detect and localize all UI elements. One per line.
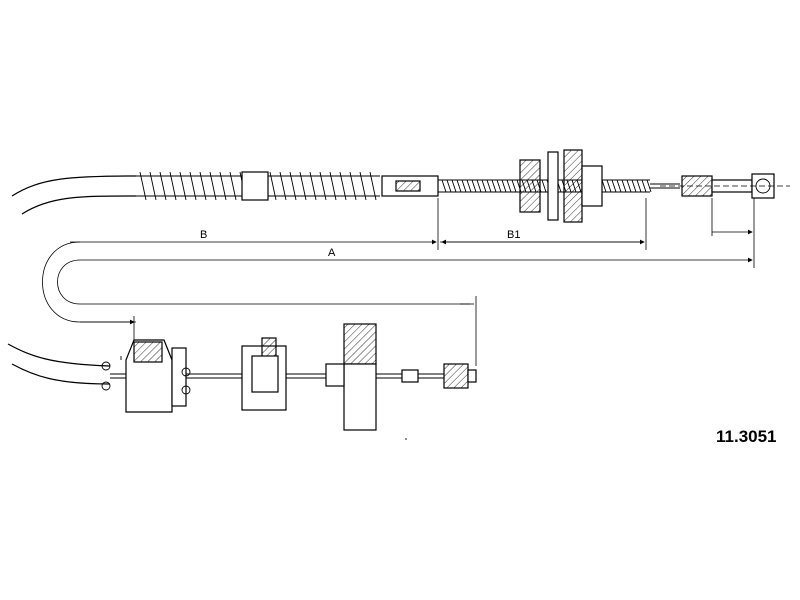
mounting-bracket (343, 323, 377, 365)
lower-cable-assembly (7, 323, 477, 431)
lower-cable-sheath (7, 343, 111, 367)
adjuster-nut (519, 159, 541, 213)
lower-end-nut (443, 363, 469, 389)
adjuster-flange (547, 151, 559, 221)
upper-cable-sheath (11, 175, 137, 197)
dimension-lines: B B1 A (42, 198, 755, 366)
dimension-label-a: A (328, 247, 336, 259)
lower-threaded-end (401, 369, 419, 383)
part-number: 11.3051 (716, 427, 777, 446)
dimension-label-b: B (200, 229, 207, 241)
dimension-label-b1: B1 (507, 229, 520, 241)
upper-cable-assembly (11, 149, 790, 223)
threaded-rod (438, 179, 652, 193)
spring-sleeve (241, 171, 269, 201)
